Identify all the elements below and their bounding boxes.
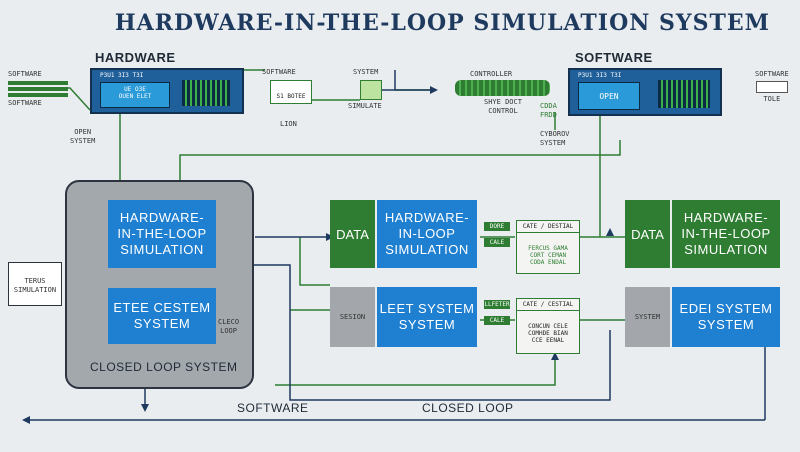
hardware-panel-screen: UE O3E OUEN ELET [100, 82, 170, 108]
cale-button-2[interactable]: CALE [484, 316, 510, 325]
llfeter-button[interactable]: LLFETER [484, 300, 510, 309]
shye-control-line-2: CONTROL [488, 107, 518, 115]
software-panel: P3U1 3I3 T3I OPEN [568, 68, 722, 116]
cdda-line-2: FRDD [540, 111, 557, 119]
status-table-1-body: FERCUS GAMA CORT CEMAN CODA ENDAL [528, 245, 568, 266]
left-strip-2 [8, 87, 68, 91]
cyborov-label: CYBOROV SYSTEM [540, 130, 570, 147]
software-panel-header: P3U1 3I3 T3I [578, 72, 622, 79]
hardware-panel: P3U1 3I3 T3I UE O3E OUEN ELET [90, 68, 244, 114]
hardware-section-label: HARDWARE [95, 50, 176, 65]
right-software-label: SOFTWARE TOLE [755, 70, 789, 104]
cale-button-1[interactable]: CALE [484, 238, 510, 247]
middle-leet-box: LEET SYSTEM SYSTEM [377, 287, 477, 347]
middle-data-box: DATA [330, 200, 375, 268]
status-table-2-head: CATE / CESTIAL [517, 299, 579, 311]
controller-strip [455, 80, 550, 96]
hardware-screen-top-text: UE O3E [124, 86, 146, 93]
left-strip-3 [8, 93, 68, 97]
system-chip [360, 80, 382, 100]
right-hil-box: HARDWARE- IN-THE-LOOP SIMULATION [672, 200, 780, 268]
software-section-label: SOFTWARE [575, 50, 653, 65]
bottom-software-label: SOFTWARE [237, 401, 309, 415]
hardware-screen-bottom-text: OUEN ELET [118, 93, 152, 100]
open-system-label: OPEN SYSTEM [70, 128, 96, 145]
simulate-label: SIMULATE [348, 102, 382, 110]
status-table-2: CATE / CESTIAL CONCUN CELE COMHDE BIAN C… [516, 298, 580, 354]
bottom-closed-loop-label: CLOSED LOOP [422, 401, 514, 415]
cdda-label: CDDA FRDD [540, 102, 557, 120]
middle-gray-box: SESION [330, 287, 375, 347]
etee-system-box: ETEE CESTEM SYSTEM [108, 288, 216, 344]
left-simulation-device: TERUS SIMULATION [8, 262, 62, 306]
right-data-box: DATA [625, 200, 670, 268]
right-device [755, 81, 788, 93]
hardware-panel-led-grid [182, 80, 230, 106]
left-simulation-label: TERUS SIMULATION [13, 277, 57, 294]
system-label: SYSTEM [353, 68, 379, 76]
status-table-1-head: CATE / DESTIAL [517, 221, 579, 233]
right-edei-box: EDEI SYSTEM SYSTEM [672, 287, 780, 347]
software-panel-screen: OPEN [578, 82, 640, 110]
left-strip-1 [8, 81, 68, 85]
hardware-panel-header: P3U1 3I3 T3I [100, 72, 144, 79]
status-table-1: CATE / DESTIAL FERCUS GAMA CORT CEMAN CO… [516, 220, 580, 274]
right-gray-box: SYSTEM [625, 287, 670, 347]
right-software-line-2: TOLE [763, 95, 781, 103]
right-software-line-1: SOFTWARE [755, 70, 789, 78]
closed-loop-system-label: CLOSED LOOP SYSTEM [90, 360, 238, 374]
shye-control-line-1: SHYE DOCT [484, 98, 522, 106]
dore-button[interactable]: DORE [484, 222, 510, 231]
cdda-line-1: CDDA [540, 102, 557, 110]
controller-label: CONTROLLER [470, 70, 513, 78]
shye-control-label: SHYE DOCT CONTROL [484, 98, 522, 116]
left-connector-strips: SOFTWARE SOFTWARE [8, 70, 68, 108]
software-panel-led-grid [658, 80, 710, 108]
middle-hil-box: HARDWARE- IN-LOOP SIMULATION [377, 200, 477, 268]
left-software-label-1: SOFTWARE [8, 70, 42, 78]
cleco-loop-label: CLECO LOOP [218, 318, 240, 335]
software-device: S1 BOTEE [270, 80, 312, 104]
left-software-label-2: SOFTWARE [8, 99, 42, 107]
lion-label: LION [280, 120, 297, 128]
top-software-label: SOFTWARE [262, 68, 296, 76]
page-title: HARDWARE-IN-THE-LOOP SIMULATION SYSTEM [114, 10, 770, 36]
hil-simulation-box: HARDWARE- IN-THE-LOOP SIMULATION [108, 200, 216, 268]
software-device-label: S1 BOTEE [276, 93, 306, 100]
status-table-2-body: CONCUN CELE COMHDE BIAN CCE EENAL [528, 323, 568, 344]
software-screen-text: OPEN [599, 91, 619, 101]
